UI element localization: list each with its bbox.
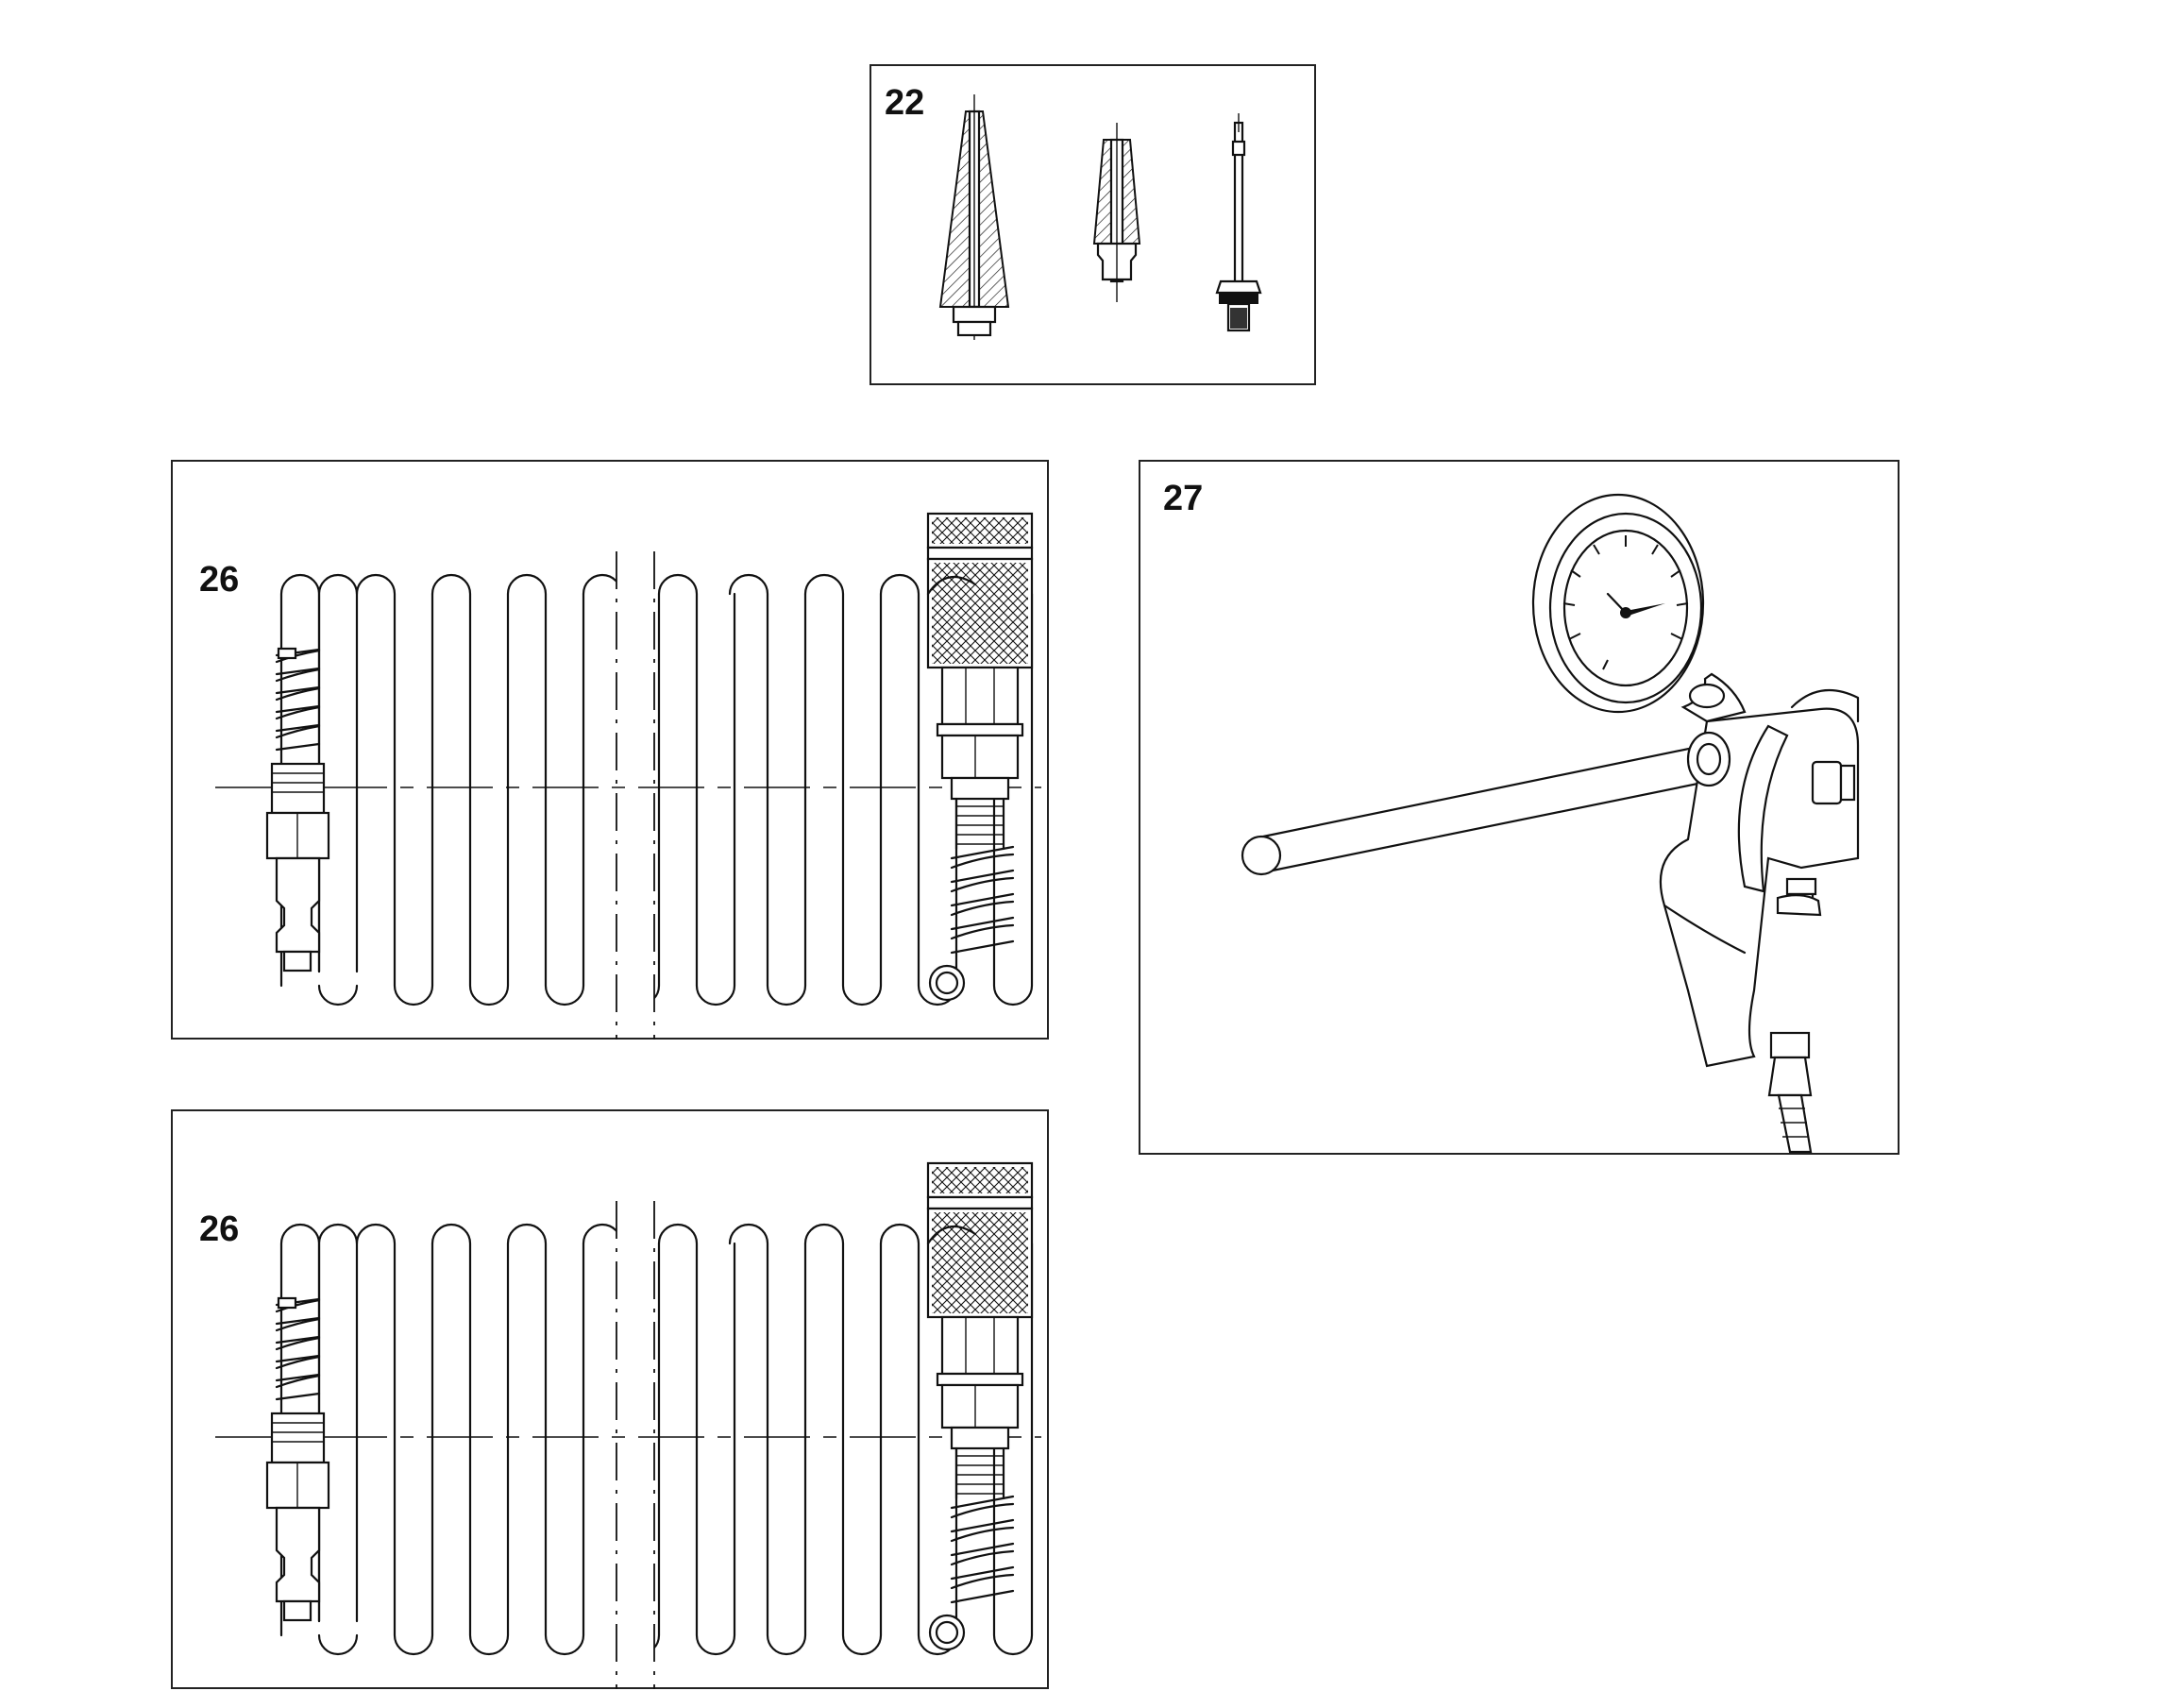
panel-coiled-hose-2: 26	[171, 1109, 1049, 1691]
needle-valve-icon	[1215, 113, 1262, 332]
panel-coiled-hose-1: 26	[171, 460, 1049, 1041]
tire-inflator-gauge-icon	[1241, 493, 1860, 1154]
panel-label: 26	[199, 1209, 240, 1249]
panel-label: 22	[885, 83, 925, 123]
coiled-hose-icon	[213, 512, 1043, 1041]
panel-nozzles: 22	[870, 64, 1316, 385]
panel-label: 26	[199, 560, 240, 600]
tapered-nozzle-icon	[938, 94, 1010, 340]
panel-label: 27	[1163, 479, 1204, 518]
coiled-hose-icon	[213, 1161, 1043, 1691]
short-nozzle-icon	[1092, 123, 1141, 302]
panel-tire-inflator: 27	[1139, 460, 1899, 1155]
